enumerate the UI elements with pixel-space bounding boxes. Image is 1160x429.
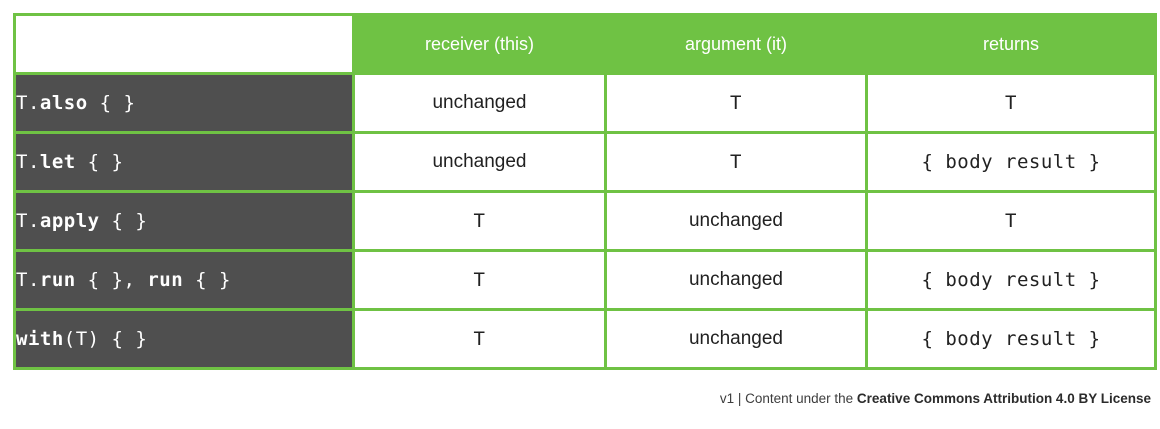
cell-argument: T (604, 131, 868, 193)
cell-argument: T (604, 72, 868, 134)
cell-returns: { body result } (865, 308, 1157, 370)
table-row: T.apply { } T unchanged T (13, 190, 1157, 252)
code-text: { }, (75, 269, 148, 291)
function-name: with (16, 328, 64, 350)
version-text: v1 | Content under the (719, 391, 857, 406)
cell-returns: T (865, 190, 1157, 252)
cell-argument: unchanged (604, 249, 868, 311)
column-header-returns: returns (865, 13, 1157, 75)
corner-spacer (13, 13, 355, 75)
cell-returns: { body result } (865, 131, 1157, 193)
row-label-apply: T.apply { } (13, 190, 355, 252)
code-text: T. (16, 92, 40, 114)
cell-returns: { body result } (865, 249, 1157, 311)
cell-receiver: unchanged (352, 131, 607, 193)
header-row: receiver (this) argument (it) returns (13, 13, 1157, 75)
code-text: T. (16, 151, 40, 173)
cell-receiver: T (352, 190, 607, 252)
function-name: let (39, 151, 76, 173)
row-label-let: T.let { } (13, 131, 355, 193)
function-name: run (147, 269, 184, 291)
code-text: { } (183, 269, 231, 291)
row-label-run: T.run { }, run { } (13, 249, 355, 311)
cell-receiver: T (352, 308, 607, 370)
code-text: { } (99, 210, 148, 232)
row-label-also: T.also { } (13, 72, 355, 134)
row-label-with: with(T) { } (13, 308, 355, 370)
cell-returns: T (865, 72, 1157, 134)
code-text: { } (75, 151, 124, 173)
cell-argument: unchanged (604, 308, 868, 370)
license-footer: v1 | Content under the Creative Commons … (720, 391, 1151, 406)
code-text: { } (87, 92, 136, 114)
column-header-argument: argument (it) (604, 13, 868, 75)
table-row: T.run { }, run { } T unchanged { body re… (13, 249, 1157, 311)
license-name: Creative Commons Attribution 4.0 BY Lice… (856, 391, 1151, 406)
cell-receiver: unchanged (352, 72, 607, 134)
function-name: run (39, 269, 76, 291)
cell-argument: unchanged (604, 190, 868, 252)
scope-functions-table: receiver (this) argument (it) returns T.… (13, 13, 1157, 370)
cell-receiver: T (352, 249, 607, 311)
code-text: T. (16, 210, 40, 232)
function-name: apply (39, 210, 100, 232)
code-text: (T) { } (63, 328, 148, 350)
code-text: T. (16, 269, 40, 291)
column-header-receiver: receiver (this) (352, 13, 607, 75)
table-row: T.also { } unchanged T T (13, 72, 1157, 134)
table-row: T.let { } unchanged T { body result } (13, 131, 1157, 193)
table-row: with(T) { } T unchanged { body result } (13, 308, 1157, 370)
function-name: also (39, 92, 88, 114)
